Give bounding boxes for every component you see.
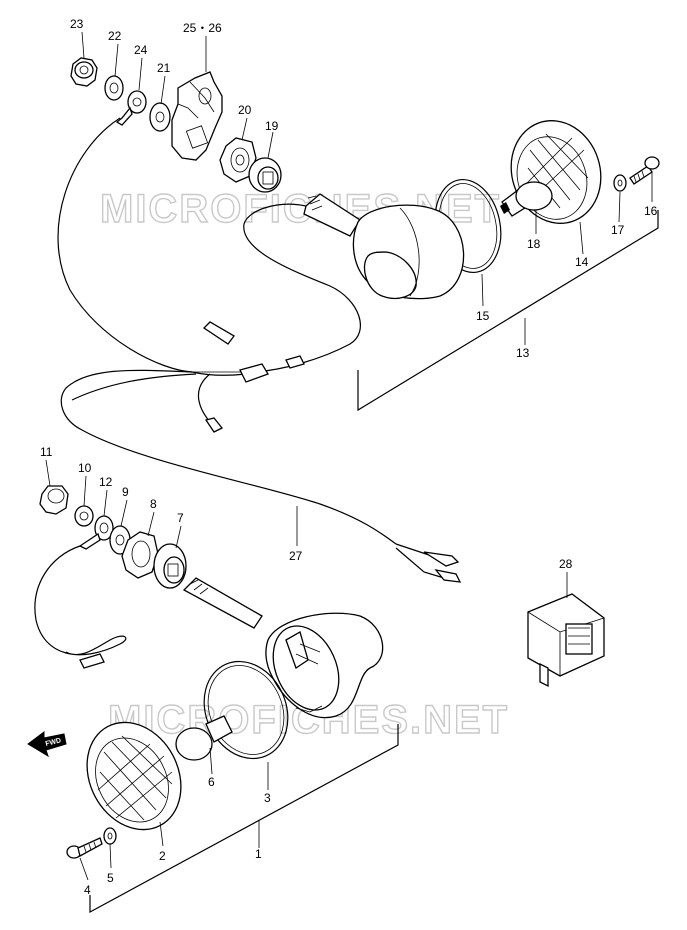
callout-28: 28 [559,557,573,571]
callout-8: 8 [150,497,157,511]
callout-4: 4 [84,883,91,897]
part-24-lug-washer [115,90,147,126]
part-23-nut [70,57,98,87]
part-28-relay [527,593,605,688]
part-2-lamp-lens [86,721,182,831]
bracket-1 [89,724,399,914]
callout-23: 23 [70,17,84,31]
callout-20: 20 [238,103,252,117]
part-5-washer [103,827,117,845]
callout-25-26: 25・26 [183,21,222,35]
fwd-label: FWD [45,737,62,748]
callout-9: 9 [122,485,129,499]
callout-10: 10 [78,461,92,475]
part-8-grommet [121,531,159,579]
callout-6: 6 [208,775,215,789]
fwd-arrow-icon: FWD [27,731,67,758]
callout-27: 27 [289,549,303,563]
callout-11: 11 [40,445,53,459]
part-14-lamp-lens [510,120,602,224]
part-12-lug-washer [78,515,114,550]
callout-16: 16 [644,204,658,218]
callout-13: 13 [516,346,530,360]
callout-5: 5 [107,871,114,885]
callout-1: 1 [255,847,262,861]
lower-wire [34,545,127,656]
part-7-grommet [153,543,187,589]
part-19-grommet [248,157,282,193]
callout-2: 2 [159,849,166,863]
part-10-washer [74,505,94,527]
part-4-screw [66,837,103,859]
callout-17: 17 [611,223,625,237]
callout-19: 19 [265,119,279,133]
callout-7: 7 [177,511,184,525]
part-22-washer [104,75,124,101]
callout-21: 21 [157,61,171,75]
lower-wire-connector [79,653,105,669]
part-16-screw [629,156,660,185]
callout-14: 14 [575,255,589,269]
part-25-26-bracket [171,71,223,161]
callout-18: 18 [527,237,541,251]
part-11-nut [39,485,69,515]
callout-22: 22 [108,29,122,43]
lower-lamp-housing [182,577,384,719]
part-21-washer [149,102,171,132]
leader-lines [45,31,653,881]
callout-3: 3 [264,791,271,805]
callout-12: 12 [99,475,113,489]
part-17-washer [613,174,627,192]
upper-lamp-housing [303,193,465,300]
part-18-bulb [500,181,553,217]
bracket-13 [357,210,659,412]
callout-24: 24 [134,43,148,57]
part-27-wire-harness [57,117,462,583]
callout-15: 15 [476,309,490,323]
part-6-bulb [175,715,233,761]
callout-labels: 23 22 24 21 25・26 20 19 15 13 18 14 17 1… [40,17,658,897]
